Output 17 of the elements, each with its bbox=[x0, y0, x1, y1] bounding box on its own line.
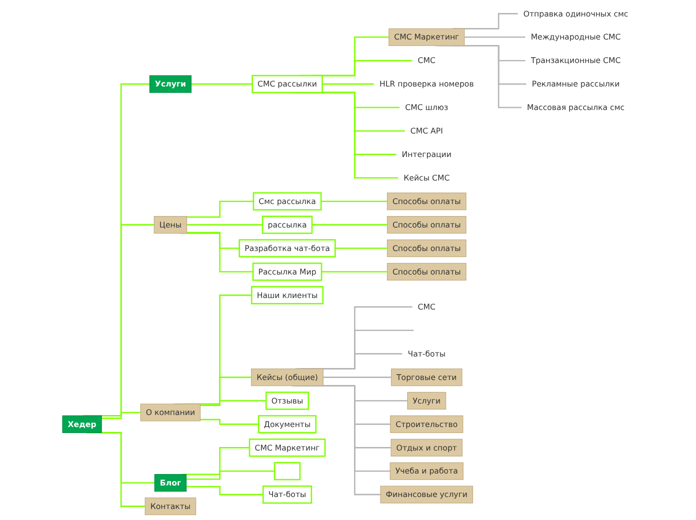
connector bbox=[186, 200, 254, 218]
connector bbox=[323, 376, 392, 378]
connector bbox=[191, 83, 253, 85]
connector bbox=[335, 248, 388, 249]
connector bbox=[200, 400, 267, 406]
connector bbox=[312, 224, 388, 226]
connector bbox=[186, 232, 240, 249]
connector bbox=[464, 36, 526, 38]
connector bbox=[186, 224, 264, 226]
connector bbox=[200, 418, 260, 425]
connector bbox=[186, 470, 276, 480]
connector bbox=[102, 412, 142, 419]
connector bbox=[322, 271, 388, 272]
connector bbox=[321, 200, 388, 202]
connector bbox=[186, 486, 264, 496]
node-box bbox=[274, 462, 301, 480]
connector bbox=[322, 83, 375, 85]
